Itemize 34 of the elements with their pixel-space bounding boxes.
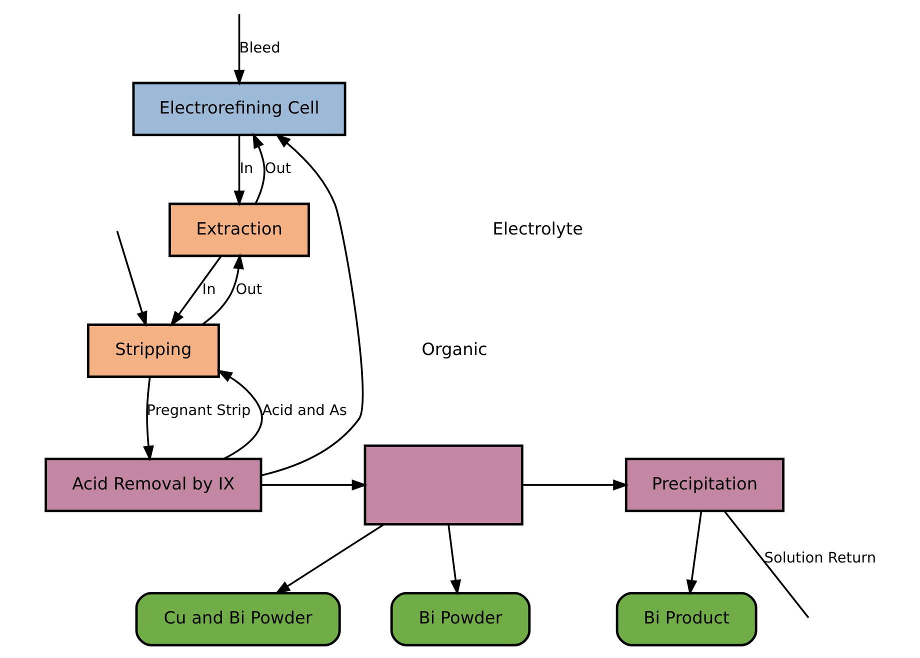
label: Electrolyte (492, 218, 583, 238)
node-box: Cu and Bi Powder (134, 592, 340, 646)
edge-label: Out (235, 282, 262, 298)
arrow (447, 524, 461, 596)
edge-label: Solution Return (764, 550, 876, 566)
edge-label: In (202, 282, 216, 298)
arrow (233, 135, 244, 206)
edge-label: Pregnant Strip (146, 402, 250, 419)
node-box: Precipitation (624, 458, 784, 512)
arrow (233, 14, 244, 86)
arrow (686, 510, 702, 596)
arrow (170, 256, 222, 327)
edge-label: Out (264, 161, 291, 178)
arrow (260, 479, 368, 490)
node-box (363, 444, 523, 526)
node-box: Bi Product (615, 592, 757, 646)
arrow (201, 253, 244, 326)
connector (723, 510, 809, 618)
arrow (260, 133, 364, 476)
node-box: Electrorefining Cell (132, 82, 346, 136)
edge-label: Acid and As (262, 402, 346, 419)
arrow (116, 230, 147, 328)
edge-label: Bleed (238, 40, 280, 56)
arrow (274, 524, 384, 594)
arrow (522, 479, 628, 490)
arrow (252, 132, 265, 204)
node-box: Acid Removal by IX (44, 458, 262, 512)
label: Organic (421, 339, 487, 360)
arrow (216, 370, 262, 460)
arrow (142, 376, 154, 462)
node-box: Extraction (168, 202, 310, 258)
node-box: Bi Powder (390, 592, 530, 646)
edge-label: In (239, 161, 253, 178)
node-box: Stripping (86, 324, 220, 378)
